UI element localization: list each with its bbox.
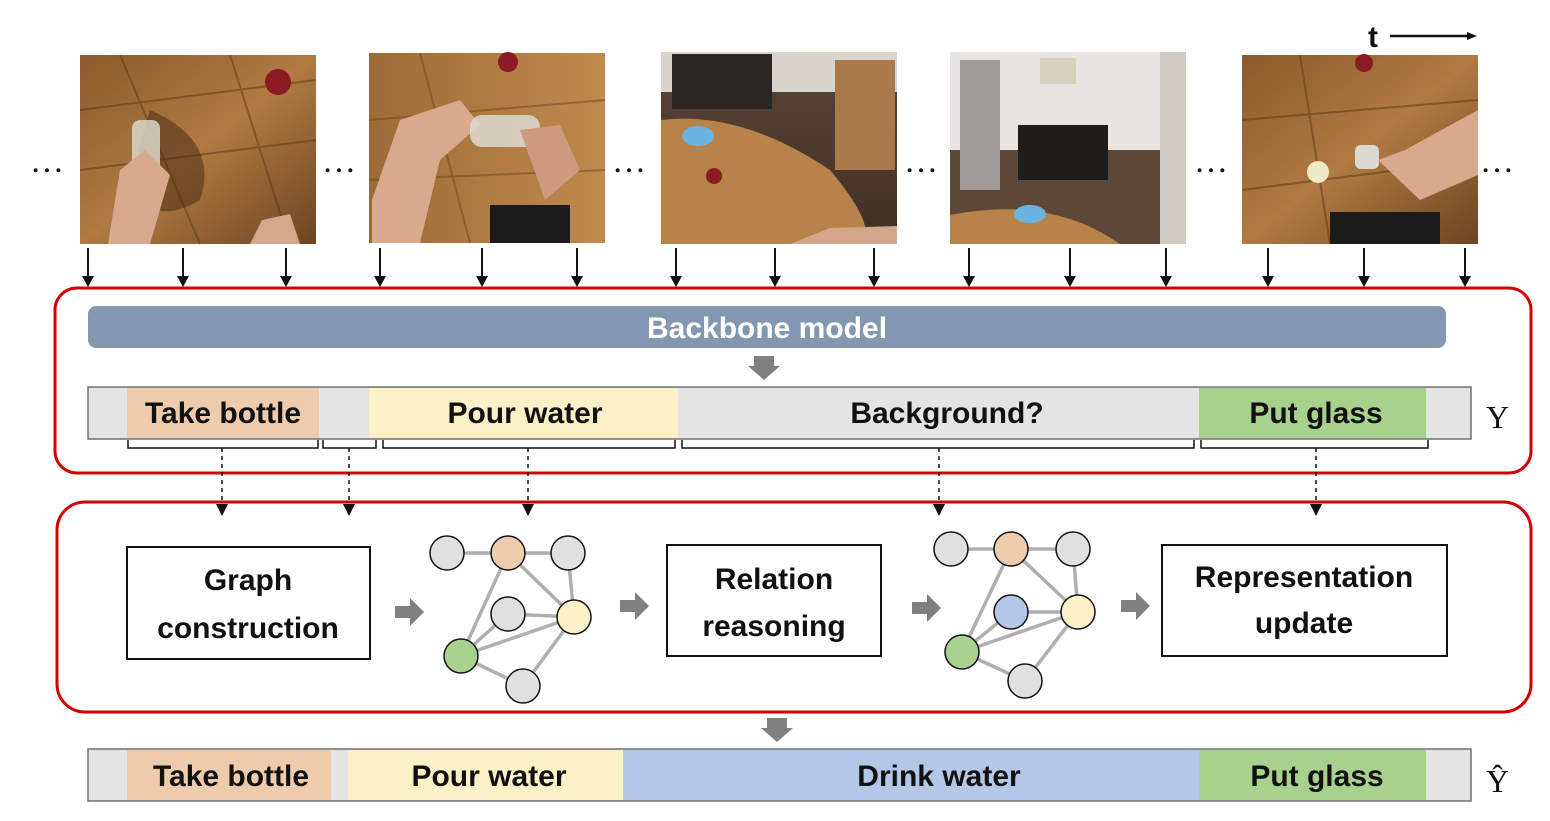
frame-arrow-head-10 [963, 276, 975, 287]
refined-label-put-glass: Put glass [1250, 760, 1383, 793]
time-label: t [1368, 21, 1378, 54]
initial-segment-pour-water [369, 388, 678, 438]
video-frame-1 [79, 54, 317, 245]
frame-arrow-head-15 [1459, 276, 1471, 287]
ellipsis-0: … [30, 143, 64, 180]
representation-update-box [1161, 544, 1448, 657]
refined-output-symbol: Ŷ [1486, 763, 1509, 799]
graph-1-node-2 [490, 535, 526, 571]
frame-to-backbone-arrows [82, 248, 1471, 287]
graph-1-node-7 [505, 668, 541, 704]
frame-arrow-head-5 [476, 276, 488, 287]
representation-update-line2: update [1255, 607, 1353, 640]
relation-reasoning-line2: reasoning [702, 610, 845, 643]
graph-2-node-2 [993, 531, 1029, 567]
flow-arrow-4 [1121, 592, 1150, 620]
graph-2-node-7 [1007, 663, 1043, 699]
segment-arrow-heads [216, 504, 1322, 516]
frame-arrow-head-11 [1064, 276, 1076, 287]
frame-arrow-head-14 [1358, 276, 1370, 287]
representation-update-line1: Representation [1195, 561, 1413, 594]
frame-ellipses: … … … … … … [30, 143, 1514, 180]
segment-to-graph-arrows [221, 448, 1317, 502]
graph-construction-box [126, 546, 371, 660]
initial-segment-put-glass [1199, 388, 1426, 438]
flow-arrow-2 [620, 592, 649, 620]
frame-arrow-head-3 [280, 276, 292, 287]
segment-braces [127, 440, 1429, 449]
graph-construction-line1: Graph [204, 564, 292, 597]
video-frame-2 [368, 52, 606, 244]
initial-output-symbol: Y [1486, 399, 1509, 435]
frame-arrow-head-12 [1160, 276, 1172, 287]
flow-arrow-1 [395, 598, 424, 626]
reasoning-module-border [55, 500, 1533, 714]
frame-arrow-head-2 [177, 276, 189, 287]
frame-arrow-head-9 [868, 276, 880, 287]
initial-label-pour-water: Pour water [447, 397, 602, 430]
ellipsis-3: … [904, 143, 938, 180]
graph-1-node-3 [550, 535, 586, 571]
output-down-arrow [761, 718, 793, 742]
frame-arrow-head-13 [1262, 276, 1274, 287]
graph-1-node-1 [429, 535, 465, 571]
refined-label-pour-water: Pour water [411, 760, 566, 793]
graph-2-node-5 [1060, 594, 1096, 630]
relation-reasoning-line1: Relation [715, 563, 833, 596]
refined-segment-put-glass [1199, 750, 1426, 800]
refined-segment-pour-water [348, 750, 623, 800]
graph-2-node-6 [944, 634, 980, 670]
graph-2-node-3 [1055, 531, 1091, 567]
relation-reasoning-box [666, 544, 882, 657]
frame-arrow-head-8 [769, 276, 781, 287]
graph-2 [933, 531, 1096, 699]
backbone-down-arrow [748, 356, 780, 380]
ellipsis-5: … [1480, 143, 1514, 180]
initial-segment-take-bottle [127, 388, 319, 438]
initial-label-take-bottle: Take bottle [145, 397, 301, 430]
graph-2-node-4 [993, 594, 1029, 630]
ellipsis-4: … [1194, 143, 1228, 180]
refined-segment-drink-water [623, 750, 1199, 800]
graph-2-node-1 [933, 531, 969, 567]
graph-1-node-5 [556, 599, 592, 635]
graph-1-node-4 [490, 596, 526, 632]
ellipsis-1: … [322, 143, 356, 180]
graph-1-node-6 [443, 638, 479, 674]
video-frame-3 [661, 52, 897, 244]
refined-label-drink-water: Drink water [857, 760, 1021, 793]
video-frame-5 [1241, 54, 1479, 245]
refined-segment-take-bottle [127, 750, 331, 800]
backbone-module-border [53, 286, 1533, 475]
frame-arrow-head-1 [82, 276, 94, 287]
video-frame-4 [950, 52, 1186, 244]
graph-1 [429, 535, 592, 704]
backbone-model-label: Backbone model [647, 312, 887, 345]
frame-arrow-head-4 [374, 276, 386, 287]
backbone-model-bar [88, 306, 1446, 348]
graph-construction-line2: construction [157, 612, 339, 645]
initial-label-put-glass: Put glass [1249, 397, 1382, 430]
initial-label-background: Background? [850, 397, 1043, 430]
flow-arrow-3 [912, 594, 941, 622]
ellipsis-2: … [612, 143, 646, 180]
frame-arrow-head-6 [571, 276, 583, 287]
refined-label-take-bottle: Take bottle [153, 760, 309, 793]
frame-arrow-head-7 [670, 276, 682, 287]
